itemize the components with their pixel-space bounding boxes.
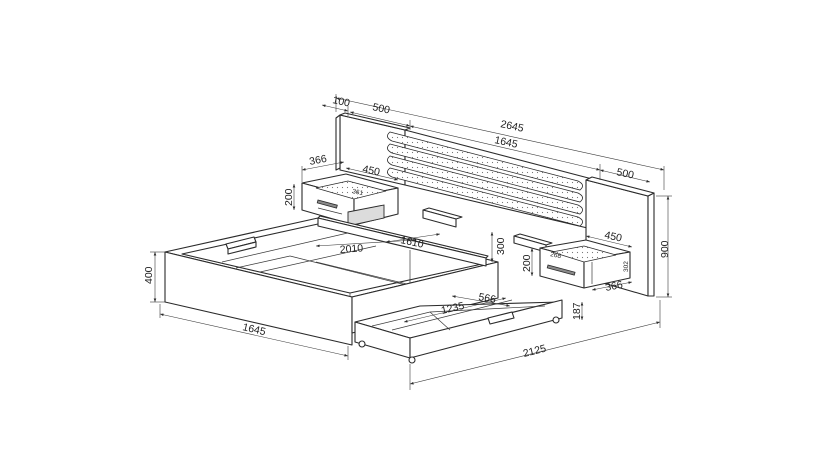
dimension-lines <box>150 94 672 390</box>
dim-mattress-length: 2010 <box>339 242 363 256</box>
dim-right-table-width: 450 <box>603 229 623 244</box>
dim-drawer-height: 187 <box>571 302 583 320</box>
dim-left-drawer-inner: 361 <box>352 188 364 197</box>
right-nightstand <box>539 239 631 289</box>
dim-right-drawer-inner-w: 268 <box>550 251 562 260</box>
dim-headboard-gap: 100 <box>331 94 351 109</box>
dim-mattress-width: 1610 <box>399 234 424 251</box>
dim-bed-width: 1645 <box>241 321 267 338</box>
dim-headrest-height: 300 <box>495 237 507 255</box>
dim-bed-length: 2125 <box>522 343 548 360</box>
dim-left-table-depth: 366 <box>308 153 328 168</box>
left-nightstand <box>301 173 399 227</box>
dim-headboard-side-right: 500 <box>615 166 635 181</box>
dim-headboard-height: 900 <box>659 240 671 258</box>
dim-right-table-height: 200 <box>521 254 533 272</box>
dim-frame-height: 400 <box>143 266 155 284</box>
dim-headboard-cushion: 1645 <box>493 134 518 151</box>
dim-headboard-total: 2645 <box>499 118 524 135</box>
dimension-labels: 2645 100 500 1645 500 900 366 450 200 36… <box>143 94 671 360</box>
dim-headboard-side-left: 500 <box>371 101 391 116</box>
dim-drawer-length: 1235 <box>440 300 466 317</box>
dim-left-table-width: 450 <box>361 163 381 178</box>
dim-left-table-height: 200 <box>283 188 295 206</box>
dim-drawer-width: 566 <box>477 291 496 306</box>
dim-right-table-depth: 366 <box>604 279 624 294</box>
dim-right-drawer-inner-h: 302 <box>623 261 630 272</box>
